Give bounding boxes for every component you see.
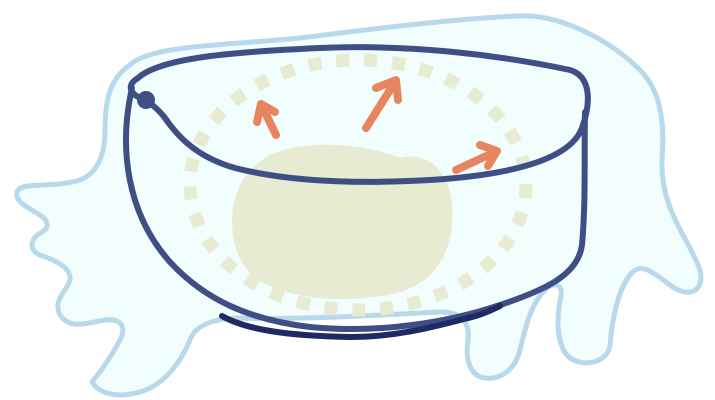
bowl-rim-knob-icon [137,91,155,109]
food-blob-icon [232,145,452,299]
